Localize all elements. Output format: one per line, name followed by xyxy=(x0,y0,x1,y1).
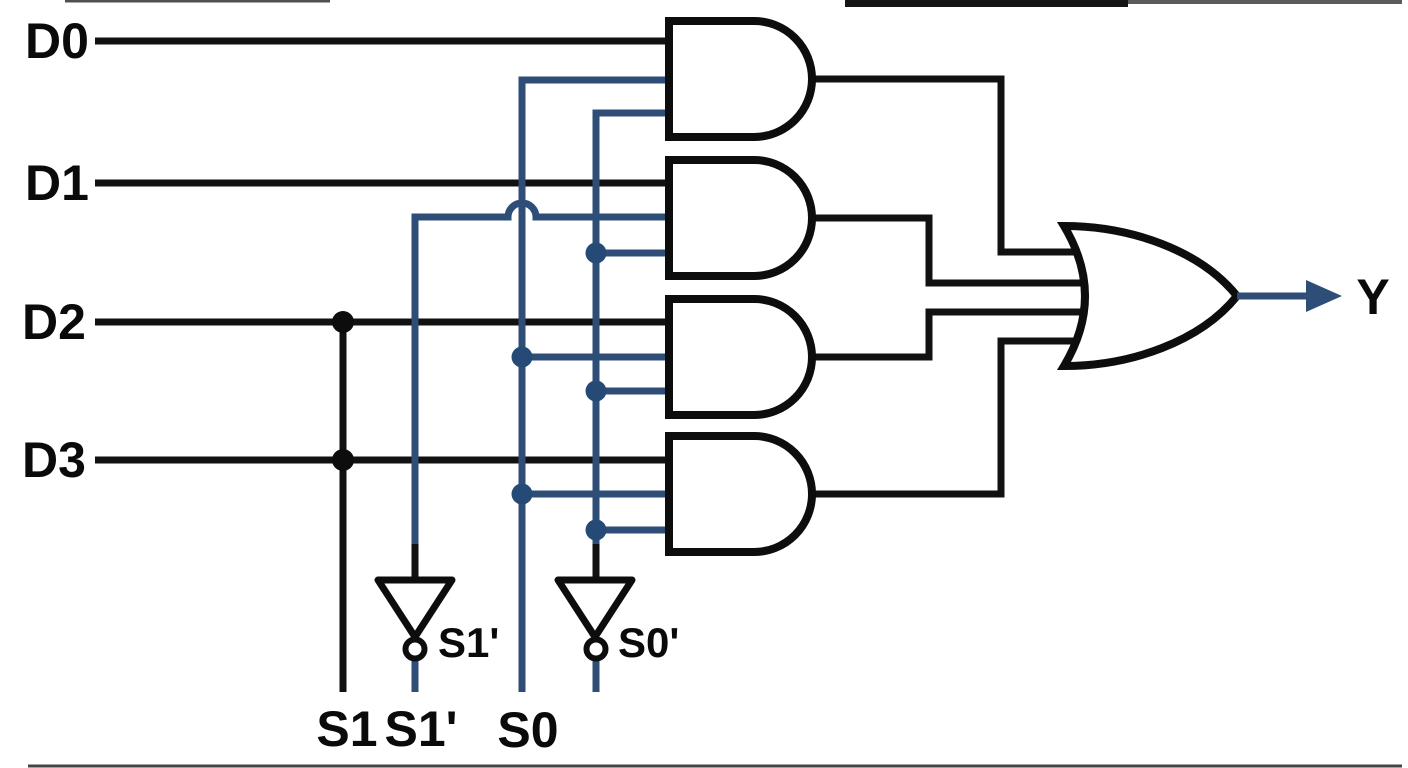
and-gate-2 xyxy=(665,156,816,280)
not-gate-s0-bubble xyxy=(583,636,609,662)
s1n-bottom-label: S1' xyxy=(384,701,457,757)
not-gate-s0 xyxy=(554,576,636,641)
s0-bottom-label: S0 xyxy=(497,702,558,758)
and-gate-1 xyxy=(665,17,816,141)
not-gate-s1 xyxy=(374,576,456,641)
s1n-rail-wire-with-hop xyxy=(411,199,669,544)
or-gate xyxy=(1056,221,1243,371)
top-left-edge-artifact xyxy=(65,0,330,3)
s0n-rail-wire xyxy=(592,109,669,544)
and3-output-wire xyxy=(812,308,1090,361)
s0n-inverter-label: S0' xyxy=(618,619,679,666)
y-arrowhead-icon xyxy=(1306,280,1342,312)
d2-label: D2 xyxy=(22,294,86,350)
bottom-edge-artifact xyxy=(28,764,1402,768)
d1-label: D1 xyxy=(25,155,89,211)
s1-bottom-label: S1 xyxy=(316,701,377,757)
junction-dot-s1-d3 xyxy=(332,449,354,471)
junction-dot-s0n-and3 xyxy=(585,380,607,402)
junction-dot-s0-and4 xyxy=(511,483,533,505)
junction-dot-s0n-and4 xyxy=(585,519,607,541)
junction-dot-s0-and3 xyxy=(511,346,533,368)
y-output-label: Y xyxy=(1356,269,1389,325)
top-far-right-edge-artifact xyxy=(1128,0,1402,4)
and-gate-3 xyxy=(665,295,816,419)
and2-output-wire xyxy=(812,214,1085,287)
d0-label: D0 xyxy=(25,13,89,69)
s1n-inverter-label: S1' xyxy=(438,619,499,666)
and-gate-4 xyxy=(665,432,816,556)
junction-dot-s1-d2 xyxy=(332,311,354,333)
junction-dot-s0n-and2 xyxy=(585,242,607,264)
not-gate-s1-bubble xyxy=(402,636,428,662)
d3-label: D3 xyxy=(22,432,86,488)
top-right-edge-artifact xyxy=(845,0,1128,7)
and4-output-wire xyxy=(812,337,1085,498)
and1-output-wire xyxy=(812,75,1085,256)
